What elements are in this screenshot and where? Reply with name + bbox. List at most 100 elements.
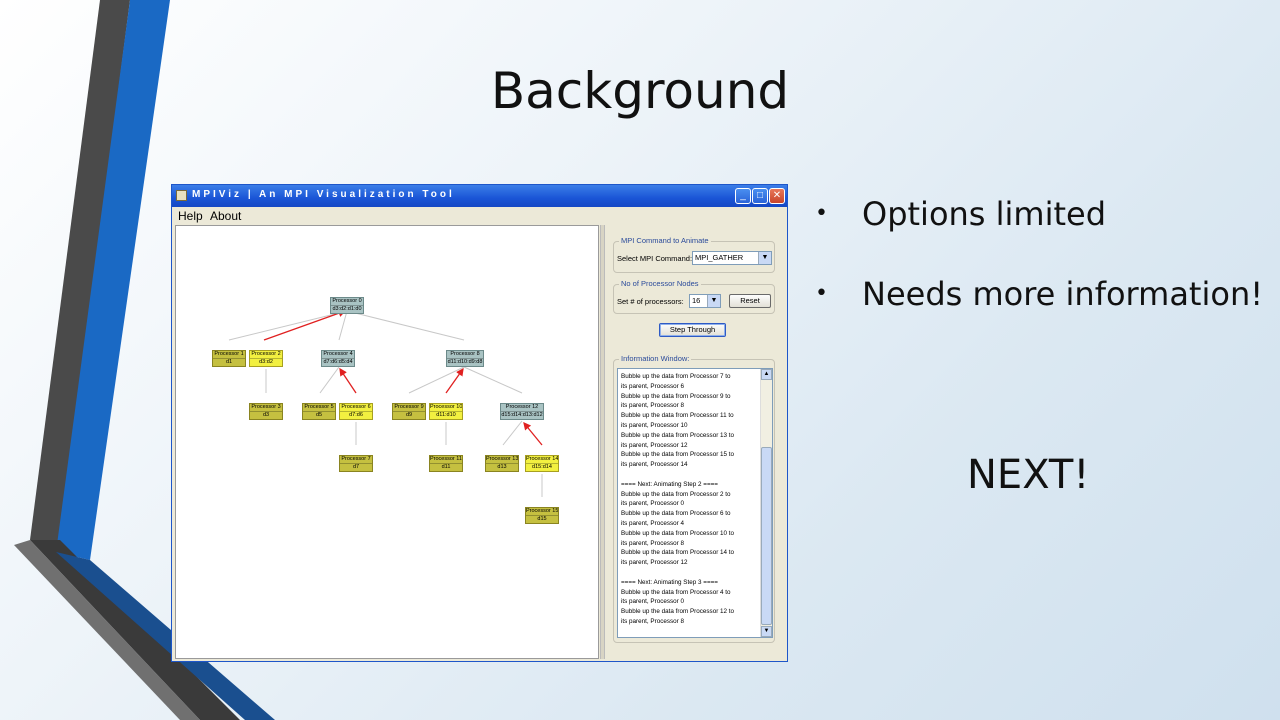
node-data: d13: [486, 463, 518, 471]
node-processor-7[interactable]: Processor 7 d7: [339, 455, 373, 472]
edge-2-0: [263, 309, 347, 341]
info-line: its parent, Processor 14: [621, 461, 688, 469]
info-line: Bubble up the data from Processor 13 to: [621, 431, 735, 439]
edge-12-13: [502, 420, 523, 446]
node-label: Processor 13: [486, 456, 518, 462]
node-data: d11:d10: [430, 411, 462, 419]
edge-0-8: [346, 310, 465, 341]
node-processor-2[interactable]: Processor 2 d3:d2: [249, 350, 283, 367]
bullet-text: Options limited: [862, 195, 1107, 233]
node-data: d15: [526, 515, 558, 523]
node-label: Processor 8: [450, 351, 480, 357]
group-title: Information Window:: [619, 354, 692, 363]
menu-about[interactable]: About: [210, 209, 242, 223]
node-label: Processor 4: [323, 351, 353, 357]
bullet-item: • Needs more information!: [815, 272, 1275, 352]
scroll-down-icon[interactable]: ▼: [761, 626, 772, 637]
node-data: d1: [213, 358, 245, 366]
gray-bar-top: [30, 0, 130, 540]
tree-canvas: Processor 0 d3:d2:d1:d0 Processor 1 d1 P…: [175, 225, 599, 659]
command-label: Select MPI Command:: [617, 254, 693, 263]
edge-6-4: [339, 367, 357, 394]
info-line: Bubble up the data from Processor 2 to: [621, 490, 731, 498]
node-label: Processor 11: [430, 456, 462, 462]
edge-0-1: [228, 310, 348, 341]
node-data: d3:d2:d1:d0: [331, 305, 363, 312]
close-button[interactable]: ✕: [769, 188, 785, 204]
node-data: d3:d2: [250, 358, 282, 366]
node-data: d3: [250, 411, 282, 419]
step-through-button[interactable]: Step Through: [659, 323, 726, 337]
menu-bar: Help About: [172, 207, 787, 225]
node-label: Processor 9: [394, 404, 424, 410]
node-data: d15:d14:d13:d12: [501, 411, 543, 418]
app-window: MPIViz | An MPI Visualization Tool _ □ ✕…: [171, 184, 788, 662]
info-line: its parent, Processor 12: [621, 559, 688, 567]
node-processor-10[interactable]: Processor 10 d11:d10: [429, 403, 463, 420]
node-processor-6[interactable]: Processor 6 d7:d6: [339, 403, 373, 420]
info-line: Bubble up the data from Processor 9 to: [621, 392, 731, 400]
node-processor-12[interactable]: Processor 12 d15:d14:d13:d12: [500, 403, 544, 420]
node-processor-15[interactable]: Processor 15 d15: [525, 507, 559, 524]
info-group: Information Window:: [613, 354, 775, 643]
scroll-up-icon[interactable]: ▲: [761, 369, 772, 380]
scroll-thumb[interactable]: [761, 447, 772, 625]
next-label: NEXT!: [967, 452, 1090, 498]
blue-bar-top: [56, 0, 170, 560]
info-line: its parent, Processor 0: [621, 500, 684, 508]
node-processor-1[interactable]: Processor 1 d1: [212, 350, 246, 367]
group-title: MPI Command to Animate: [619, 236, 711, 245]
minimize-button[interactable]: _: [735, 188, 751, 204]
bullet-text: Needs more information!: [862, 275, 1264, 313]
window-titlebar[interactable]: MPIViz | An MPI Visualization Tool _ □ ✕: [172, 185, 787, 207]
info-line: ==== Next: Animating Step 3 ====: [621, 578, 718, 586]
java-app-icon: [176, 190, 187, 201]
node-processor-14[interactable]: Processor 14 d15:d14: [525, 455, 559, 472]
node-label: Processor 1: [214, 351, 244, 357]
node-data: d7: [340, 463, 372, 471]
info-line: its parent, Processor 10: [621, 422, 688, 429]
gray-bar-bottom: [30, 540, 240, 720]
mpi-command-select[interactable]: MPI_GATHER ▼: [692, 251, 772, 265]
bullet-dot-icon: •: [815, 281, 828, 306]
node-processor-13[interactable]: Processor 13 d13: [485, 455, 519, 472]
shadow-bar: [14, 540, 200, 720]
node-label: Processor 15: [526, 508, 558, 514]
processor-count-select[interactable]: 16 ▼: [689, 294, 721, 308]
node-processor-8[interactable]: Processor 8 d11:d10:d9:d8: [446, 350, 484, 367]
edge-8-9: [408, 366, 465, 394]
info-line: Bubble up the data from Processor 7 to: [621, 373, 731, 380]
node-processor-9[interactable]: Processor 9 d9: [392, 403, 426, 420]
node-processor-5[interactable]: Processor 5 d5: [302, 403, 336, 420]
edge-10-8: [445, 367, 464, 394]
information-window[interactable]: Bubble up the data from Processor 7 to it…: [617, 368, 773, 638]
node-data: d15:d14: [526, 463, 558, 471]
info-line: Bubble up the data from Processor 6 to: [621, 510, 731, 518]
maximize-button[interactable]: □: [752, 188, 768, 204]
info-line: Bubble up the data from Processor 14 to: [621, 549, 735, 557]
node-label: Processor 10: [430, 404, 462, 410]
slide-title: Background: [490, 62, 790, 120]
node-processor-11[interactable]: Processor 11 d11: [429, 455, 463, 472]
info-line: Bubble up the data from Processor 4 to: [621, 588, 731, 596]
node-label: Processor 7: [341, 456, 371, 462]
bullet-dot-icon: •: [815, 201, 828, 226]
node-processor-3[interactable]: Processor 3 d3: [249, 403, 283, 420]
info-line: its parent, Processor 4: [621, 520, 684, 527]
menu-help[interactable]: Help: [178, 209, 203, 223]
info-line: Bubble up the data from Processor 15 to: [621, 451, 735, 459]
edge-0-4: [338, 310, 348, 341]
node-data: d5: [303, 411, 335, 419]
chevron-down-icon[interactable]: ▼: [707, 295, 720, 307]
node-processor-0[interactable]: Processor 0 d3:d2:d1:d0: [330, 297, 364, 314]
tree-edges: [228, 309, 543, 497]
info-scrollbar[interactable]: ▲ ▼: [760, 369, 772, 637]
chevron-down-icon[interactable]: ▼: [758, 252, 771, 264]
node-label: Processor 3: [251, 404, 281, 410]
bullet-list: • Options limited • Needs more informati…: [815, 192, 1275, 352]
node-data: d11:d10:d9:d8: [447, 358, 483, 365]
reset-button[interactable]: Reset: [729, 294, 771, 308]
node-processor-4[interactable]: Processor 4 d7:d6:d5:d4: [321, 350, 355, 367]
info-line: its parent, Processor 6: [621, 382, 684, 390]
split-pane-divider[interactable]: [600, 225, 605, 659]
